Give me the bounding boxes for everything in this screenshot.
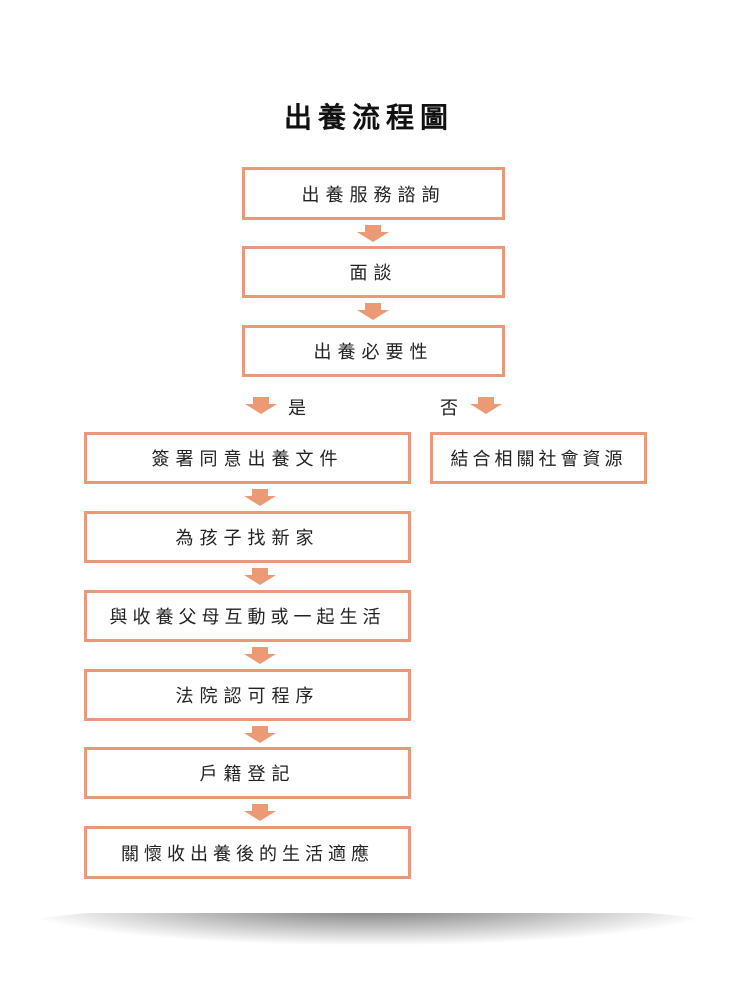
step-find-home: 為孩子找新家: [84, 511, 411, 563]
step-post-adoption-care: 關懷收出養後的生活適應: [84, 826, 411, 879]
arrow-down-icon: [244, 489, 276, 506]
step-necessity: 出養必要性: [242, 325, 505, 377]
step-sign-consent: 簽署同意出養文件: [84, 432, 411, 484]
flowchart-title: 出養流程圖: [283, 101, 454, 134]
step-interact-adoptive-parents: 與收養父母互動或一起生活: [84, 590, 411, 642]
arrow-down-icon: [244, 804, 276, 821]
step-household-registration: 戶籍登記: [84, 747, 411, 799]
step-consultation: 出養服務諮詢: [242, 167, 505, 220]
arrow-down-icon: [357, 225, 389, 242]
flowchart-page: 出養流程圖 出養服務諮詢 面談 出養必要性 是 否 簽署同意出養文件 結合相關社…: [84, 101, 647, 879]
arrow-down-icon: [244, 726, 276, 743]
arrow-down-icon: [244, 647, 276, 664]
arrow-down-icon: [244, 568, 276, 585]
branch-yes-label: 是: [288, 398, 306, 419]
step-court-approval: 法院認可程序: [84, 669, 411, 721]
step-social-resources: 結合相關社會資源: [430, 432, 647, 484]
step-interview: 面談: [242, 246, 505, 298]
arrow-down-icon: [245, 397, 277, 414]
arrow-down-icon: [357, 303, 389, 320]
branch-no-label: 否: [440, 398, 458, 419]
arrow-down-icon: [470, 397, 502, 414]
